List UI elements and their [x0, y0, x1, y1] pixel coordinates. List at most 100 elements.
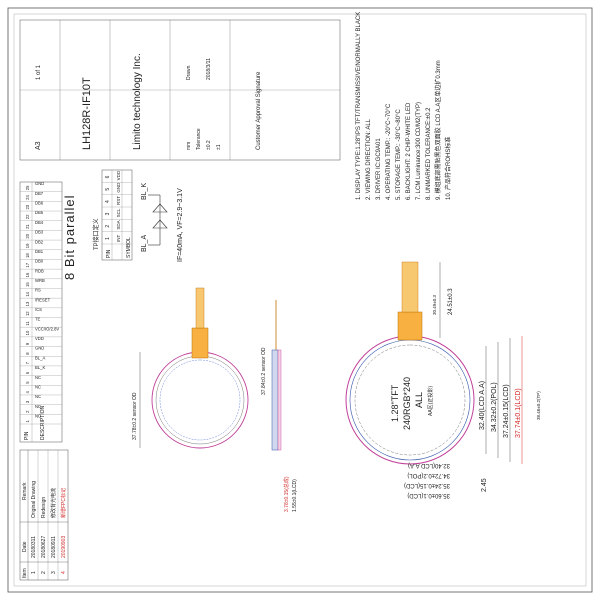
tp-pin-symbol: SDA [116, 220, 121, 229]
pin-description: GND [35, 346, 44, 351]
title-block: A3 1 of 1 LH128R-IF10T Limito technology… [19, 19, 341, 161]
drawn-label: Drawn [186, 65, 192, 80]
pin-description: VCC/IO/2.8V [35, 326, 59, 331]
pin-number: 23 [25, 204, 30, 209]
pin-description: DB7 [35, 191, 44, 196]
dim-lcd-v1: 35.60±0.1(LCD) [407, 492, 450, 498]
rev-date: 20180627 [41, 536, 47, 558]
tp-fpc-tail [195, 287, 205, 329]
pin-description: RS [35, 288, 41, 293]
dim-fpc-total: 30.49±0.3 [432, 295, 437, 315]
dim-lcd-aa-h: 32.40(LCD A.A) [479, 381, 486, 430]
drawing-date: 2018/3/11 [206, 58, 212, 80]
pin-description: WRB [35, 278, 45, 283]
stack-dim: 3.78±0.15(总成) [283, 476, 290, 512]
tp-pin-number: 2 [105, 225, 111, 228]
pin-description: DB1 [35, 249, 44, 254]
rev-header-item: Item [22, 568, 28, 578]
pin-number: 7 [25, 361, 30, 364]
rev-item: 2 [41, 571, 47, 574]
dim-fpc-length: 24.51±0.3 [448, 288, 454, 315]
note: 6. BACKLIGHT: 2 CHIP-WHITE LED [406, 102, 412, 200]
pin-number: 24 [25, 195, 30, 200]
pin-number: 9 [25, 342, 30, 345]
pin-description: RDB [35, 268, 44, 273]
pin-description: /CS [35, 307, 42, 312]
led-diode-icon [152, 203, 168, 213]
revision-table: Item Date Remark 1 20180311 Original Dra… [19, 449, 69, 581]
customer-approval: Customer Approval Signature [256, 71, 262, 150]
frame-inner [13, 13, 587, 587]
viewing-all: ALL [414, 392, 424, 408]
tolerance-value: ±0.2 [206, 140, 212, 150]
model-number: LH128R-IF10T [81, 77, 93, 150]
pin-description: NC [35, 375, 41, 380]
note: 3. DRIVER IC:GC9A01 [376, 138, 382, 200]
pin-table: PIN DESCRIPTION 1NC2NC3NC4NC5NC6BL_K7BL_… [19, 181, 63, 443]
pin-number: 19 [25, 243, 30, 248]
tp-pin-symbol: GND [116, 182, 121, 193]
pin-number: 21 [25, 224, 30, 229]
dim-lcd-h: 37.24±0.15(LCD) [503, 384, 510, 438]
dim-lcd-outer-h: 37.74±0.1(LCD) [515, 388, 522, 438]
note: 10. 产品符合ROHS标准 [444, 137, 452, 200]
note: 2. VIEWING DIRECTION: ALL [366, 118, 372, 200]
tp-pin-symbol: VDD [116, 170, 121, 180]
pin-description: GND [35, 181, 44, 186]
note: 1. DISPLAY TYPE:1.28"IPS TFT/TRANSMISSIV… [356, 12, 362, 200]
dim-lcd-v2: 35.24±0.15(LCD) [404, 482, 450, 488]
display-size: 1.28"TFT [390, 384, 400, 422]
pin-number: 20 [25, 233, 30, 238]
lcd-thickness-dim: 1.55±0.1(LCD) [292, 479, 298, 512]
touch-panel-view: 37.78±0.2 sensor OD 37.84±0.2 sensor OD [132, 287, 267, 449]
pin-description: BL_A [35, 355, 45, 360]
pin-number: 8 [25, 352, 30, 355]
aa-region-note: AA区(正投影) [427, 386, 434, 416]
lcd-fpc [397, 311, 423, 341]
pin-number: 5 [25, 381, 30, 384]
rev-date: 20190903 [61, 536, 67, 558]
led-diode-icon [152, 219, 168, 229]
tp-pin-number: 3 [105, 212, 111, 215]
rev-header-date: Date [22, 541, 28, 552]
bl-k-label: BL_K [141, 183, 148, 200]
rev-date: 20180311 [31, 536, 37, 558]
tp-header-symbol: SYMBOL [126, 237, 132, 258]
tp-pin-symbol: RST [116, 196, 121, 205]
pin-description: BL_K [35, 365, 45, 370]
tp-pin-number: 5 [105, 188, 111, 191]
rev-remark: 修改背光电流 [50, 488, 57, 518]
pin-number: 13 [25, 301, 30, 306]
pin-number: 16 [25, 272, 30, 277]
pin-number: 1 [25, 420, 30, 423]
pin-number: 17 [25, 262, 30, 267]
pin-header-desc: DESCRIPTION [40, 405, 46, 440]
pin-number: 14 [25, 291, 30, 296]
tp-pin-number: 1 [105, 237, 111, 240]
backlight-schematic: BL_A BL_K IF=40mA, VF=2.9~3.1V [141, 183, 184, 262]
display-resolution: 240RGB*240 [402, 377, 412, 430]
side-view: 3.78±0.15(总成) 1.55±0.1(LCD) [271, 300, 298, 512]
pin-description: VDD [35, 336, 44, 341]
pin-number: 18 [25, 253, 30, 258]
pin-number: 12 [25, 311, 30, 316]
note: 4. OPERATING TEMP.: -20°C~70°C [386, 103, 392, 200]
dim-pol-h: 34.32±0.2(POL) [491, 382, 498, 432]
rev-header-remark: Remark [22, 482, 28, 500]
rev-item: 1 [31, 571, 37, 574]
dim-pol-v: 34.72±0.2(POL) [407, 472, 450, 478]
tp-pin-number: 4 [105, 200, 111, 203]
pin-description: /RESET [35, 297, 51, 302]
pin-description: NC [35, 384, 41, 389]
rev-item: 3 [51, 571, 57, 574]
pin-description: NC [35, 404, 41, 409]
rev-date: 20180911 [51, 536, 57, 558]
pin-header-pin: PIN [24, 431, 30, 440]
pin-description: NC [35, 414, 41, 419]
lcd-fpc-tail [401, 261, 419, 313]
pin-description: DB2 [35, 239, 44, 244]
tp-fpc [191, 327, 209, 359]
